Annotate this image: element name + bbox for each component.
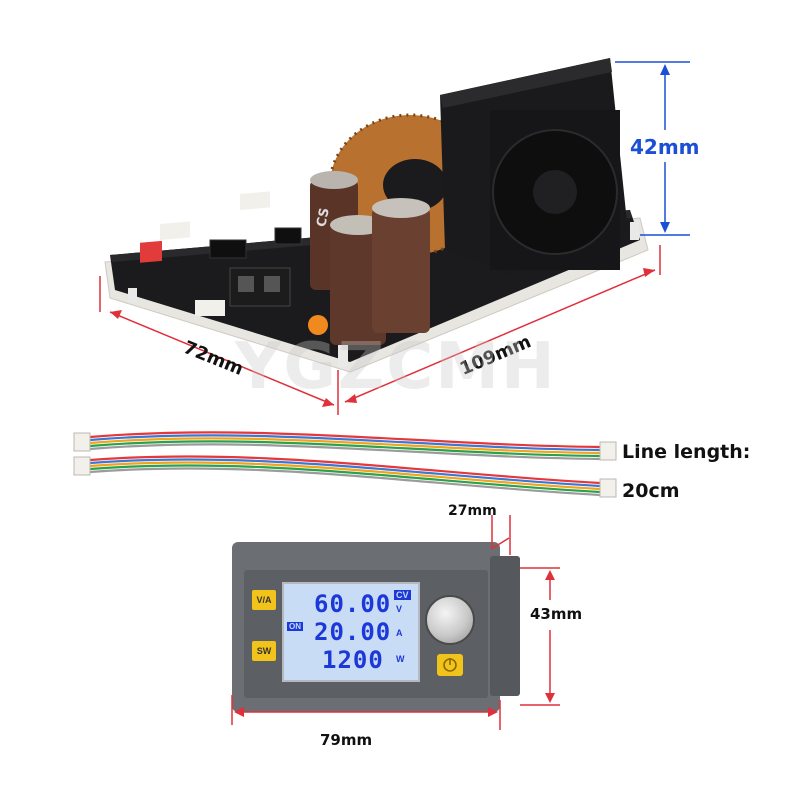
display-depth-label: 27mm xyxy=(448,503,497,519)
lcd-power-value: 1200 xyxy=(322,646,384,674)
sw-button[interactable]: SW xyxy=(252,641,276,661)
buck-converter-board xyxy=(99,58,690,415)
va-button[interactable]: V/A xyxy=(252,590,276,610)
board-height-label: 42mm xyxy=(630,135,700,159)
on-indicator: ON xyxy=(287,622,303,631)
lcd-screen: 60.00 CV V ON 20.00 A 1200 W xyxy=(282,582,420,682)
cable-length-label: Line length: xyxy=(622,441,751,463)
power-button[interactable] xyxy=(437,654,463,676)
ribbon-cables xyxy=(73,431,617,498)
cable-length-value: 20cm xyxy=(622,480,680,502)
display-height-label: 43mm xyxy=(530,605,583,623)
display-width-label: 79mm xyxy=(320,731,373,749)
lcd-power-unit: W xyxy=(396,654,405,664)
cv-indicator: CV xyxy=(394,590,411,600)
lcd-voltage-unit: V xyxy=(396,604,403,614)
display-module-side xyxy=(490,556,520,696)
lcd-current-value: 20.00 xyxy=(314,618,392,646)
watermark: YGZCMH xyxy=(235,330,557,404)
lcd-voltage-value: 60.00 xyxy=(314,590,392,618)
power-icon xyxy=(443,658,457,672)
display-dimension-lines xyxy=(231,515,560,730)
rotary-knob[interactable] xyxy=(425,595,475,645)
lcd-current-unit: A xyxy=(396,628,403,638)
